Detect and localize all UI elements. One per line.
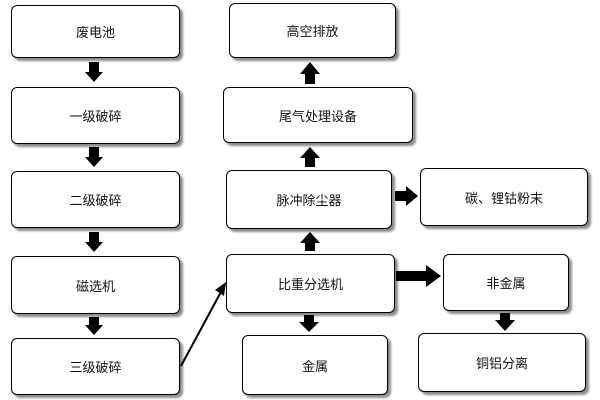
node-label: 碳、锂钴粉末	[464, 191, 543, 207]
node-label: 二级破碎	[69, 194, 122, 209]
arrow-pulse-to-tailgas	[300, 147, 320, 167]
node-label: 铜铝分离	[475, 357, 528, 372]
arrow-crush1-to-crush2	[85, 147, 103, 167]
node-label: 金属	[301, 359, 328, 375]
node-secondary-crushing: 二级破碎	[11, 171, 180, 228]
node-label: 废电池	[75, 26, 115, 41]
arrow-waste-to-crush1	[85, 62, 103, 82]
node-label: 高空排放	[286, 25, 339, 40]
arrow-crush3-to-gravity-line	[180, 289, 223, 367]
node-non-metal: 非金属	[443, 254, 569, 311]
node-magnetic-separator: 磁选机	[11, 256, 180, 314]
node-tail-gas-treatment: 尾气处理设备	[223, 87, 413, 143]
arrow-pulse-to-carbon	[395, 186, 418, 206]
node-label: 磁选机	[75, 279, 115, 295]
arrow-gravity-to-metal	[299, 315, 319, 332]
arrow-tailgas-to-highair	[300, 62, 320, 84]
arrow-magnetic-to-crush3	[85, 317, 103, 335]
arrow-crush3-to-gravity-head	[215, 282, 226, 296]
arrow-crush2-to-magnetic	[85, 232, 103, 252]
node-metal: 金属	[242, 335, 388, 395]
node-carbon-powder: 碳、锂钴粉末	[420, 168, 588, 226]
node-pulse-dust-collector: 脉冲除尘器	[226, 170, 392, 229]
node-copper-aluminum-separation: 铜铝分离	[418, 333, 586, 392]
arrow-nonmetal-to-cuapsep	[495, 313, 515, 331]
node-label: 三级破碎	[69, 361, 122, 376]
node-gravity-separator: 比重分选机	[226, 254, 395, 313]
arrow-gravity-to-nonmetal	[396, 265, 441, 287]
node-label: 比重分选机	[277, 278, 343, 293]
arrow-gravity-to-pulse	[300, 232, 320, 251]
node-primary-crushing: 一级破碎	[11, 87, 180, 144]
node-tertiary-crushing: 三级破碎	[11, 338, 180, 395]
node-waste-battery: 废电池	[11, 5, 180, 58]
node-high-altitude-discharge: 高空排放	[229, 3, 396, 58]
node-label: 一级破碎	[69, 110, 122, 125]
node-label: 尾气处理设备	[278, 109, 357, 125]
node-label: 脉冲除尘器	[276, 194, 342, 209]
node-label: 非金属	[486, 277, 526, 292]
